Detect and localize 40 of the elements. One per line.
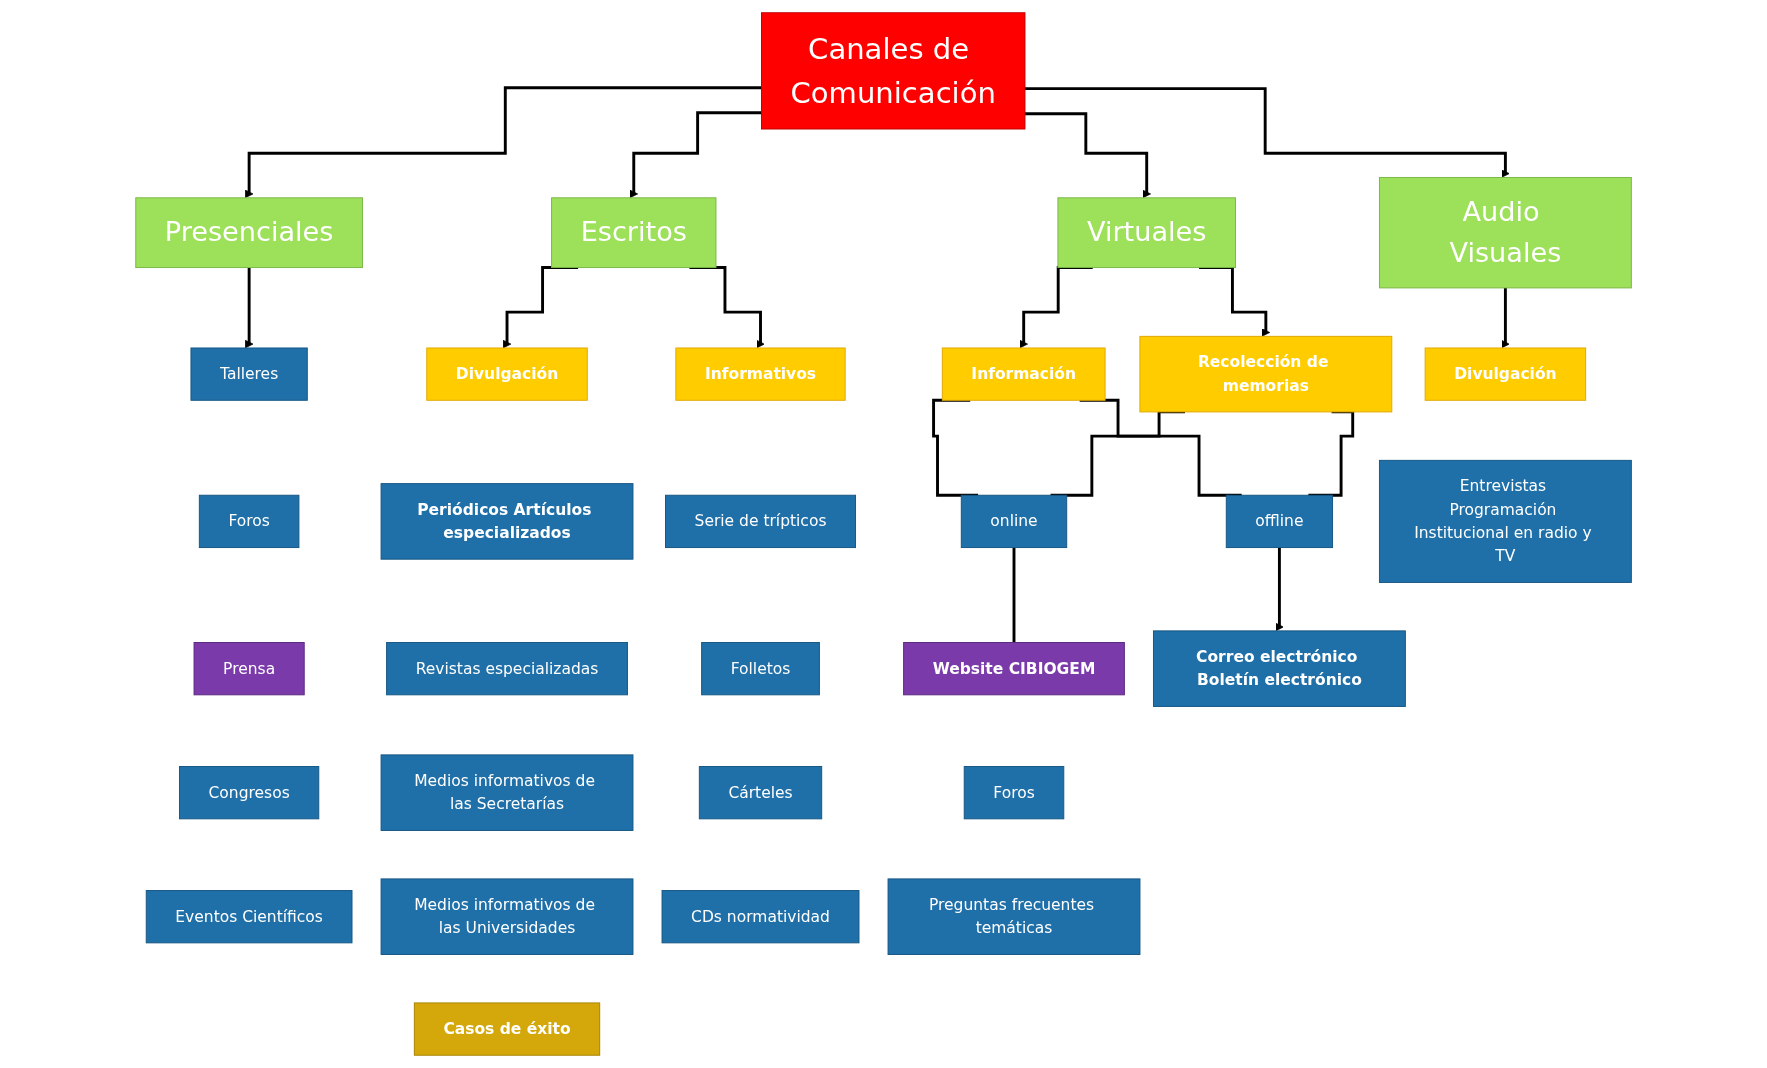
connector bbox=[1012, 546, 1016, 644]
node-box: Talleres bbox=[190, 347, 308, 401]
node-box: Cárteles bbox=[698, 766, 823, 820]
node-box: Presenciales bbox=[135, 197, 363, 269]
node-box: Divulgación bbox=[426, 347, 588, 401]
node-box: Medios informativos de las Secretarías bbox=[380, 754, 634, 831]
node-box: Congresos bbox=[178, 766, 320, 820]
arrow bbox=[1024, 87, 1510, 178]
node-box: Serie de trípticos bbox=[664, 494, 856, 549]
node-box: Informativos bbox=[675, 347, 846, 401]
node-box: Canales de Comunicación bbox=[760, 12, 1026, 130]
node-box: Información bbox=[941, 347, 1106, 401]
node-box: Foros bbox=[963, 766, 1065, 820]
node-box: Audio Visuales bbox=[1378, 176, 1632, 289]
node-box: Recolección de memorias bbox=[1139, 335, 1393, 413]
node-box: offline bbox=[1225, 494, 1333, 549]
arrow bbox=[1501, 286, 1510, 349]
node-box: Folletos bbox=[701, 642, 820, 696]
node-box: Medios informativos de las Universidades bbox=[380, 878, 634, 955]
arrow bbox=[244, 86, 762, 199]
node-box: Website CIBIOGEM bbox=[903, 642, 1125, 696]
node-box: CDs normatividad bbox=[661, 890, 860, 944]
node-box: Preguntas frecuentes temáticas bbox=[887, 878, 1141, 955]
node-box: Prensa bbox=[193, 642, 305, 696]
node-box: Entrevistas Programación Institucional en radio y TV bbox=[1378, 459, 1632, 583]
arrow bbox=[244, 266, 254, 349]
node-box: Divulgación bbox=[1424, 347, 1587, 401]
node-box: online bbox=[960, 494, 1068, 549]
node-box: Periódicos Artículos especializados bbox=[380, 483, 634, 560]
connector bbox=[932, 398, 978, 497]
node-box: Virtuales bbox=[1057, 197, 1236, 269]
node-box: Foros bbox=[198, 494, 300, 549]
node-box: Revistas especializadas bbox=[386, 642, 628, 696]
node-box: Eventos Científicos bbox=[145, 890, 353, 944]
arrow bbox=[1024, 112, 1151, 199]
arrow bbox=[629, 111, 762, 199]
node-box: Escritos bbox=[551, 197, 717, 269]
arrow bbox=[1275, 546, 1284, 632]
node-box: Correo electrónico Boletín electrónico bbox=[1152, 630, 1406, 707]
node-box: Casos de éxito bbox=[413, 1002, 601, 1056]
